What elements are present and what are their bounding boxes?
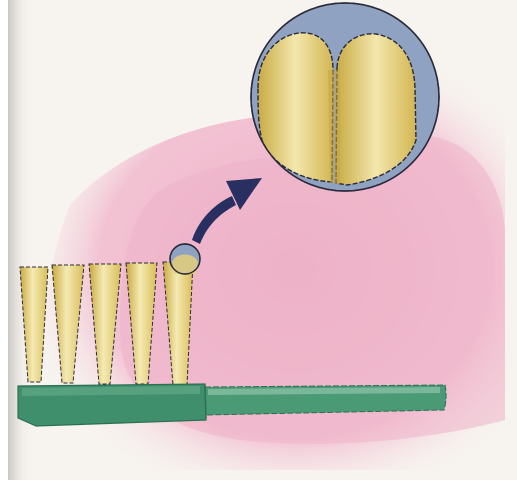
- handle-joint: [205, 385, 206, 418]
- magnifier-circle-icon: [251, 3, 439, 191]
- magnified-shade: [328, 70, 340, 184]
- left-margin: [0, 0, 8, 480]
